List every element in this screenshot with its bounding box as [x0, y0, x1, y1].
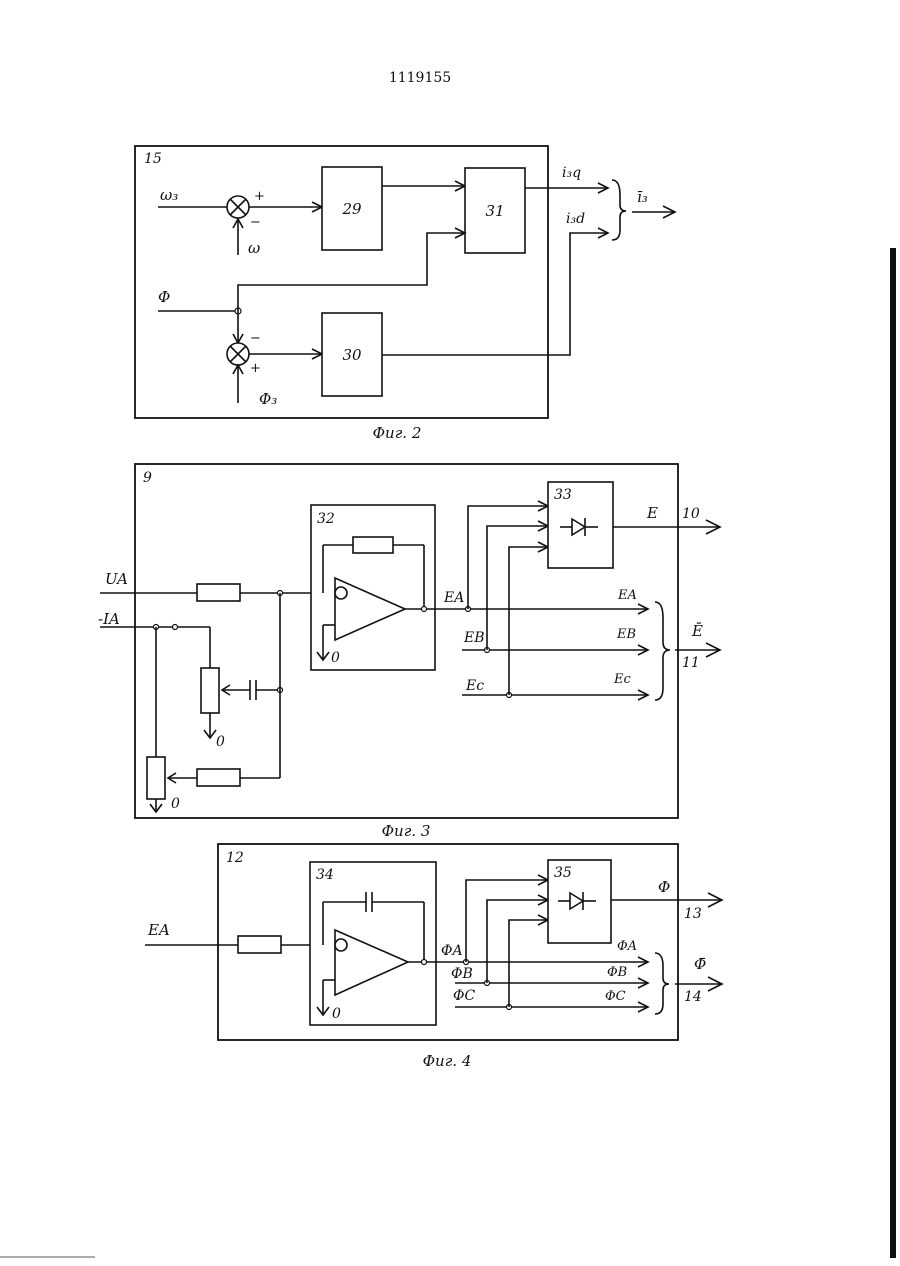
fig4-p-label: Φ — [658, 878, 670, 896]
fig3-output-10: 10 — [682, 506, 700, 522]
fig4-frame-number: 12 — [226, 850, 244, 866]
fig3-ia-label: -IA — [98, 610, 120, 628]
fig3-feedback-resistor — [197, 769, 240, 786]
fig3-frame-number: 9 — [143, 470, 152, 486]
fig2-isd-label: i₃d — [566, 211, 585, 227]
fig3-ec-label: Ec — [465, 678, 484, 694]
fig2-block-31-label: 31 — [485, 202, 504, 220]
fig4-pb-out-label: ΦB — [607, 965, 627, 980]
fig2-is-vector-label: ī₃ — [637, 188, 648, 206]
fig2-isq-label: i₃q — [562, 165, 581, 181]
figure-4: 12 EA 34 0 ΦA ΦB ΦC — [145, 844, 722, 1070]
fig3-potentiometer-2 — [147, 757, 165, 799]
fig3-e-vector-label: Ē — [691, 622, 703, 640]
fig3-caption: Фиг. 3 — [382, 822, 431, 840]
fig3-ground-3: 0 — [331, 650, 340, 666]
fig3-output-brace — [655, 602, 670, 700]
fig4-pa-out-label: ΦA — [617, 939, 637, 954]
fig2-frame-number: 15 — [144, 151, 162, 167]
fig3-output-11: 11 — [682, 655, 700, 671]
fig4-pa-label: ΦA — [441, 943, 463, 959]
fig2-output-brace — [612, 180, 626, 240]
fig3-block-33-label: 33 — [554, 487, 572, 503]
fig3-input-resistor — [197, 584, 240, 601]
fig4-p-vector-label: Φ̄ — [694, 955, 706, 973]
fig4-output-14: 14 — [684, 989, 702, 1005]
fig4-block-34-label: 34 — [316, 867, 334, 883]
fig4-ea-label: EA — [147, 921, 170, 939]
fig2-block-29-label: 29 — [341, 200, 362, 218]
fig4-pb-label: ΦB — [451, 966, 473, 982]
fig2-flux-label: Φ — [158, 288, 170, 306]
fig3-ea-label: EA — [443, 590, 464, 606]
fig3-block-32-label: 32 — [317, 511, 335, 527]
fig4-pc-out-label: ΦC — [605, 989, 626, 1004]
page-number: 1119155 — [389, 70, 451, 86]
fig2-omega-label: ω — [248, 239, 260, 257]
fig4-block-35-label: 35 — [554, 865, 572, 881]
fig4-pc-label: ΦC — [453, 988, 475, 1004]
fig4-output-13: 13 — [684, 906, 702, 922]
fig2-comp1-minus: − — [250, 215, 261, 230]
scan-edge-bar — [890, 248, 896, 1258]
fig2-omega-set-label: ω₃ — [160, 186, 178, 204]
fig3-ground-1: 0 — [216, 734, 225, 750]
fig3-eb-label: EB — [463, 630, 485, 646]
figure-3: 9 UA -IA 0 0 32 — [98, 464, 720, 840]
fig2-caption: Фиг. 2 — [373, 424, 422, 442]
fig2-comp2-minus: − — [250, 331, 261, 346]
fig3-potentiometer-1 — [201, 668, 219, 713]
fig3-ground-2: 0 — [171, 796, 180, 812]
fig3-e-label: E — [646, 504, 658, 522]
figure-2: 15 + − ω₃ ω 29 31 Φ − + — [135, 146, 675, 442]
fig4-caption: Фиг. 4 — [423, 1052, 472, 1070]
fig4-block-34 — [310, 862, 436, 1025]
fig3-block-32 — [311, 505, 435, 670]
fig2-comp1-plus: + — [254, 189, 265, 204]
fig3-ua-label: UA — [105, 570, 128, 588]
fig3-ea-out-label: EA — [617, 588, 637, 603]
fig3-opamp-feedback-resistor — [353, 537, 393, 553]
fig2-block-30-label: 30 — [342, 346, 362, 364]
fig4-input-resistor — [238, 936, 281, 953]
fig3-eb-out-label: EB — [616, 627, 636, 642]
fig2-comp2-plus: + — [250, 361, 261, 376]
fig4-ground-1: 0 — [332, 1006, 341, 1022]
fig3-ec-out-label: Ec — [613, 672, 631, 687]
fig4-output-brace — [655, 953, 669, 1014]
fig2-flux-set-label: Φ₃ — [259, 390, 277, 408]
